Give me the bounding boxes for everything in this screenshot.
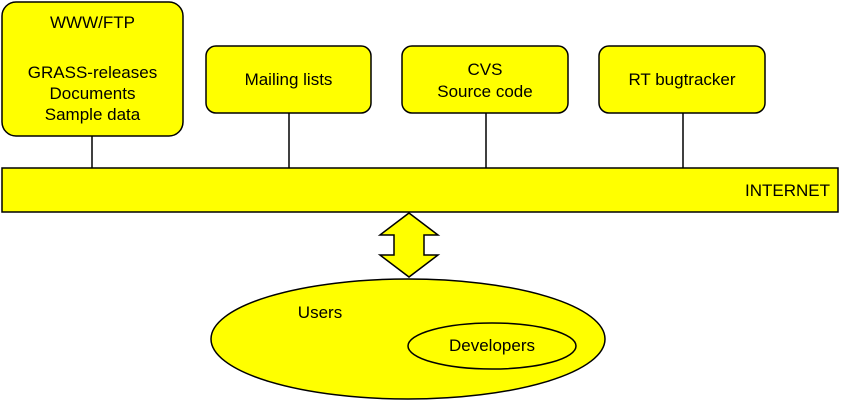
www-ftp-documents: Documents <box>49 84 136 103</box>
cvs-label: CVS <box>467 60 503 79</box>
cvs-box <box>401 45 569 114</box>
www-ftp-sample-data: Sample data <box>44 105 141 124</box>
cvs-source-code-label: Source code <box>437 82 533 101</box>
internet-bar <box>1 167 839 213</box>
bidirectional-arrow <box>377 212 441 278</box>
www-ftp-title: WWW/FTP <box>50 13 135 32</box>
users-label: Users <box>297 303 343 322</box>
rt-bugtracker-box <box>598 45 766 114</box>
www-ftp-grass-releases: GRASS-releases <box>27 63 158 82</box>
developers-label: Developers <box>449 336 535 355</box>
rt-bugtracker-label: RT bugtracker <box>628 70 736 89</box>
internet-label: INTERNET <box>745 181 830 200</box>
developers-ellipse <box>407 322 577 370</box>
www-ftp-box <box>1 1 184 137</box>
mailing-lists-box <box>205 45 372 114</box>
mailing-lists-label: Mailing lists <box>244 70 333 89</box>
